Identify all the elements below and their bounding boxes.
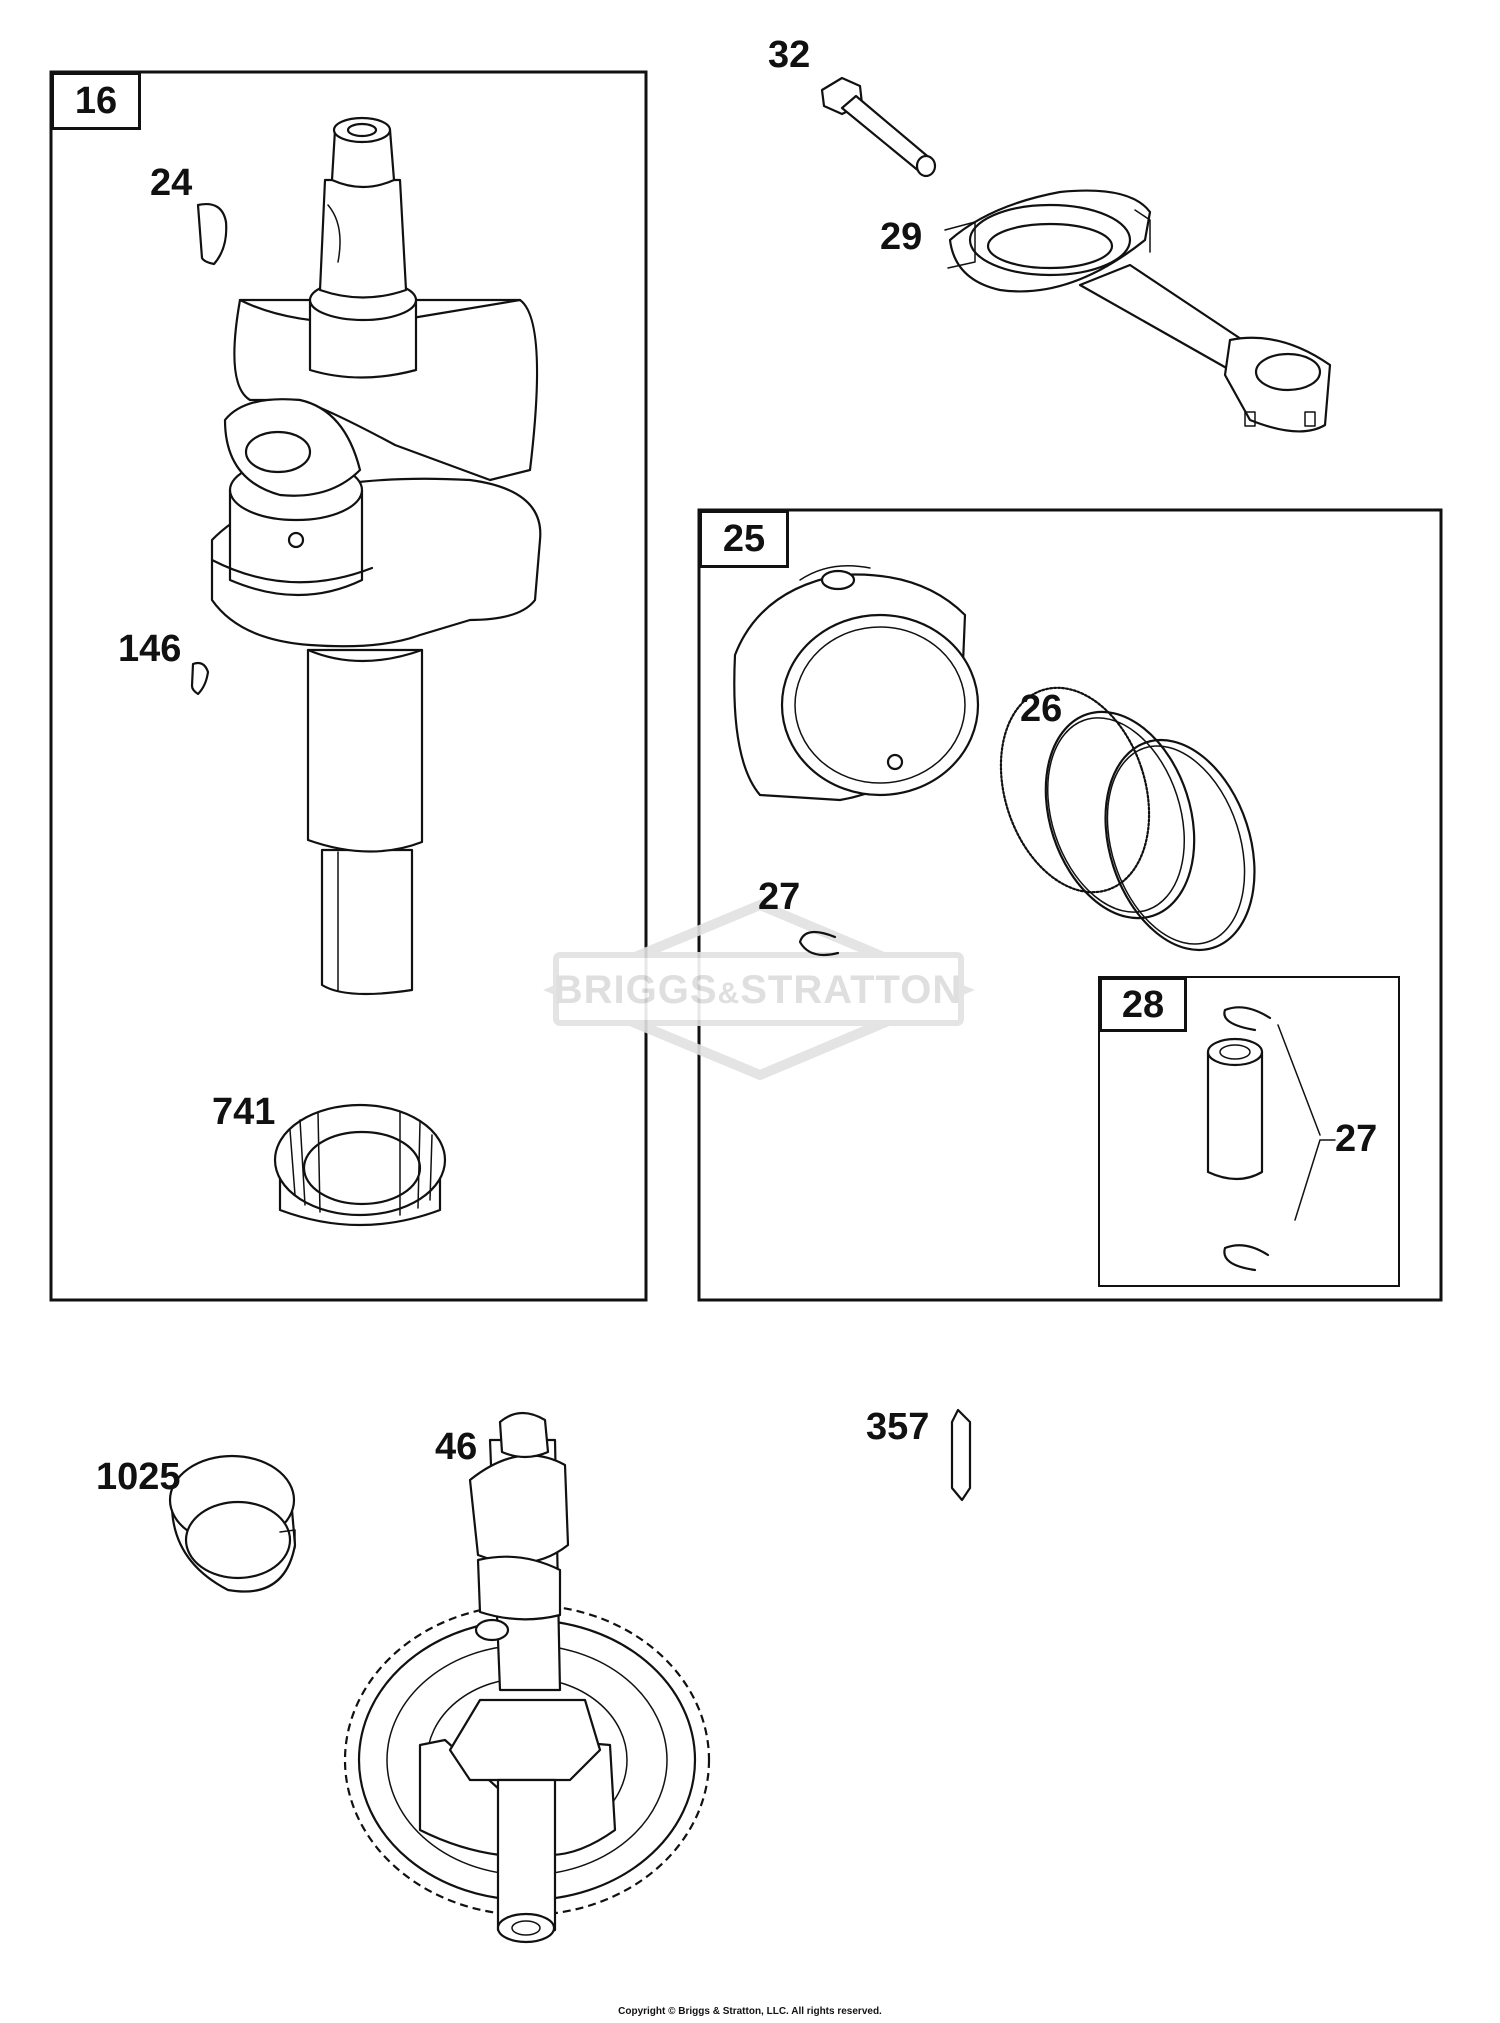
clip-27-part [798,930,840,957]
callout-46[interactable]: 46 [435,1426,478,1468]
group-label-16[interactable]: 16 [51,72,141,130]
callout-1025[interactable]: 1025 [96,1456,181,1498]
callout-357[interactable]: 357 [866,1406,930,1448]
watermark-amp: & [718,977,741,1010]
bearing-1025-part [168,1454,297,1593]
piston-rings-26-part [999,686,1256,952]
watermark-left: BRIGGS [554,968,718,1012]
callout-741[interactable]: 741 [212,1091,276,1133]
pin-kit-leader-lines [1277,1024,1336,1221]
pin-kit-clip-lower [1223,1244,1270,1272]
crankshaft-group-frame [49,70,648,1302]
connecting-rod-29-part [944,189,1332,433]
callout-146[interactable]: 146 [118,628,182,670]
callout-26[interactable]: 26 [1020,688,1063,730]
pin-kit-group-frame [1098,976,1400,1287]
group-label-25[interactable]: 25 [699,510,789,568]
piston-part [733,565,980,802]
callout-27-kit[interactable]: 27 [1335,1118,1378,1160]
group-label-28[interactable]: 28 [1099,977,1187,1032]
copyright-footer: Copyright © Briggs & Stratton, LLC. All … [618,2006,882,2017]
gear-741-part [273,1103,447,1227]
callout-29[interactable]: 29 [880,216,923,258]
bolt-32-part [820,76,937,178]
key-24-part [196,203,228,266]
watermark-right: STRATTON [740,968,962,1012]
pin-kit-clip-upper [1223,1006,1272,1032]
callout-27[interactable]: 27 [758,876,801,918]
pin-357-part [950,1408,972,1502]
piston-group-frame [697,508,1443,1302]
key-146-part [190,661,210,696]
camshaft-46-part [343,1411,711,1944]
watermark-logo: BRIGGS&STRATTON [543,899,975,1081]
callout-32[interactable]: 32 [768,34,811,76]
crankshaft-part [210,116,542,996]
svg-text:BRIGGS&STRATTON: BRIGGS&STRATTON [554,968,963,1012]
callout-24[interactable]: 24 [150,162,193,204]
piston-pin-part [1206,1037,1264,1181]
